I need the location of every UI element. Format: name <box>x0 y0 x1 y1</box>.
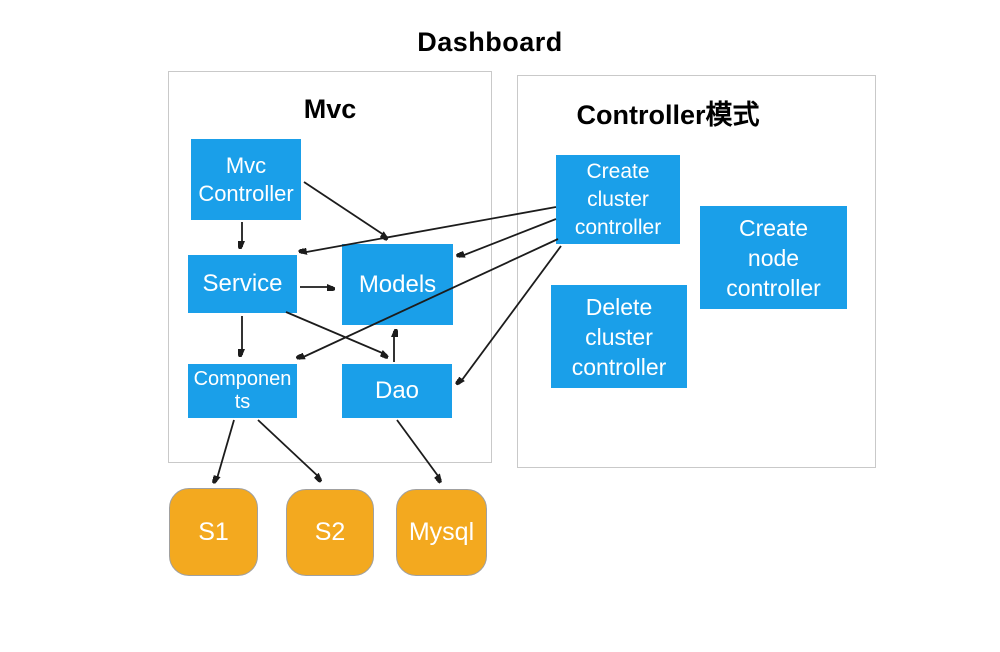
controller-mode-container-title: Controller模式 <box>576 100 760 130</box>
node-create-node-controller: Create node controller <box>700 206 847 309</box>
node-models: Models <box>342 244 453 325</box>
mvc-container-title: Mvc <box>303 94 357 124</box>
node-service: Service <box>188 255 297 313</box>
node-s1: S1 <box>169 488 258 576</box>
node-create-cluster-controller: Create cluster controller <box>556 155 680 244</box>
node-dao: Dao <box>342 364 452 418</box>
node-mysql: Mysql <box>396 489 487 576</box>
node-s2: S2 <box>286 489 374 576</box>
page-title: Dashboard <box>417 27 563 57</box>
node-mvc-controller: Mvc Controller <box>191 139 301 220</box>
node-components: Componen ts <box>188 364 297 418</box>
node-delete-cluster-controller: Delete cluster controller <box>551 285 687 388</box>
